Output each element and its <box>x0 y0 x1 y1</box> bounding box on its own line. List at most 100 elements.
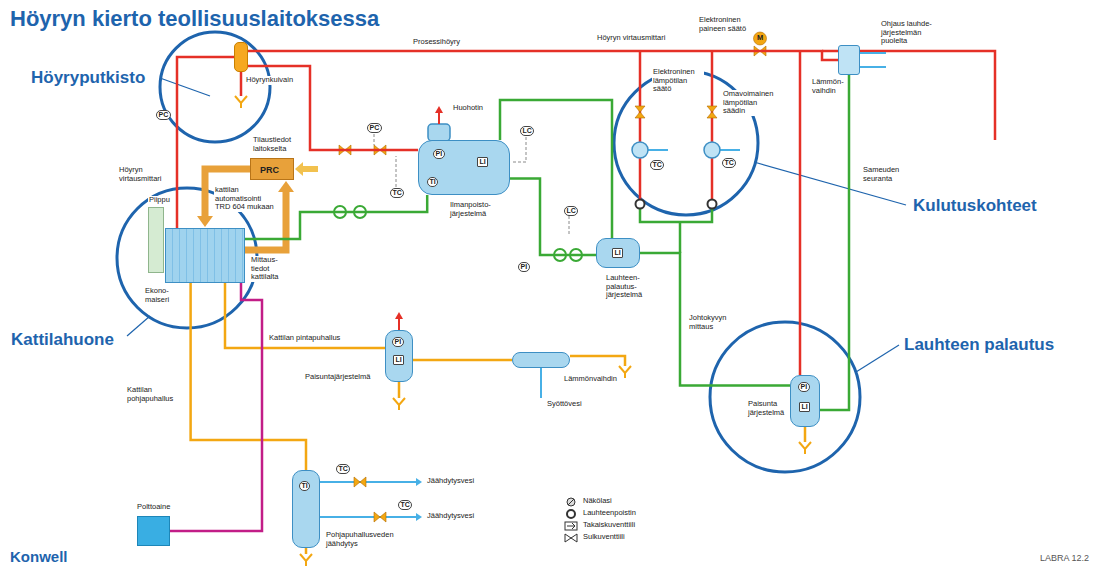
heat-exchanger-symbol <box>704 142 720 158</box>
vent-arrow <box>435 106 443 113</box>
chimney: Piippu <box>148 207 164 273</box>
page-reference: LABRA 12.2 <box>1040 553 1089 563</box>
cooling-pipe <box>320 53 886 517</box>
instrument-label: Omavoimainen lämpötilan säädin <box>722 90 774 116</box>
cooling-pipe <box>320 516 416 518</box>
valve-symbol <box>754 32 767 45</box>
control-label: PRC <box>260 165 279 175</box>
leader-line <box>160 78 210 96</box>
blowdown-pipe <box>305 548 308 554</box>
instrument-label: Höyryn virtausmittari <box>596 34 666 43</box>
steam-trap-symbol <box>636 200 717 209</box>
legend-symbol <box>567 498 575 506</box>
equipment-label: Paisunta järjestelmä <box>747 400 789 417</box>
legend-symbol <box>565 522 577 530</box>
heat-exchanger-symbol <box>428 124 450 141</box>
steam-pipe <box>639 158 642 199</box>
signal-label: kattilan automatisointi TRD 604 mukaan <box>214 186 276 212</box>
equipment-label: Polttoaine <box>136 503 171 512</box>
signal-label: Tilaustiedot laitokselta <box>252 136 302 153</box>
equipment-label: Huohotin <box>452 104 484 113</box>
legend-symbol <box>565 498 577 542</box>
gauge-tag: PI <box>798 382 810 392</box>
flow-arrowhead <box>416 478 422 521</box>
instrument-label: Elektroninen paineen säätö <box>698 16 752 33</box>
steam-pipe <box>711 51 714 142</box>
steam-pipe <box>240 72 243 96</box>
pipe-label: Prosessihöyry <box>412 38 461 47</box>
note-label: Ohjaus lauhde- järjestelmän puolelta <box>880 20 936 46</box>
valve-symbol <box>339 32 767 522</box>
instrument-tag: TC <box>722 158 736 168</box>
equipment-label: Lämmön- vaihdin <box>811 78 845 95</box>
boiler: Ekono- maiseri <box>165 228 245 283</box>
stream-label: Jäähdytysvesi <box>426 477 475 486</box>
drain-symbol <box>393 398 405 410</box>
condensate-pipe <box>640 209 680 222</box>
pipe-line <box>170 283 262 531</box>
instrument-tag: TC <box>650 160 664 170</box>
legend-text: Sulkuventtiili <box>583 532 625 541</box>
steam-pipe <box>639 51 642 142</box>
vent-arrow <box>398 318 400 330</box>
vent-arrow <box>395 312 403 319</box>
control-line <box>512 137 526 162</box>
control-line <box>396 156 397 187</box>
instrument-tag: LC <box>520 126 534 136</box>
instrument-label: Höyryn virtausmittari <box>118 166 174 183</box>
legend-text: Takaiskuventtiili <box>583 520 635 529</box>
drain-symbol <box>300 554 312 566</box>
legend-symbol <box>568 499 574 505</box>
legend-entry: Näkölasi <box>582 497 613 506</box>
control-signal-arrow <box>197 216 213 227</box>
instrument-label: Sameuden seuranta <box>862 166 910 183</box>
legend-symbol <box>565 534 577 542</box>
vent-arrow <box>438 112 440 124</box>
cooling-pipe <box>648 149 668 151</box>
control-line <box>569 216 570 236</box>
cooling-pipe <box>720 149 740 151</box>
leader-line <box>127 316 150 336</box>
flow-arrowhead <box>416 513 422 521</box>
steam-pipe <box>241 51 995 375</box>
blowdown-pipe <box>398 382 401 398</box>
steam-trap-symbol <box>708 200 717 209</box>
callout-label: Kulutuskohteet <box>912 196 1038 216</box>
callout-label: Höyryputkisto <box>30 68 146 88</box>
equipment-label: Höyrynkuivain <box>245 76 294 85</box>
pipe-label: Kattilan pintapuhallus <box>268 334 341 343</box>
equipment-label: Piippu <box>148 196 171 205</box>
pipe-line <box>191 283 306 470</box>
condensate-pipe <box>500 75 849 410</box>
deaerator-tank: PILITIIlmanpoisto- järjestelmä <box>418 140 510 195</box>
equipment-label: Ilmanpoisto- järjestelmä <box>449 201 509 218</box>
steam-pipe <box>711 158 714 199</box>
control-signal-arrow <box>295 162 303 176</box>
brand-logo: Konwell <box>10 548 68 565</box>
legend-entry: Takaiskuventtiili <box>582 521 636 530</box>
instrument-tag: TC <box>398 500 412 510</box>
valve-symbol <box>354 477 366 487</box>
flash-vessel: PILIPaisuntajärjestelmä <box>385 330 413 382</box>
gauge-tag: LI <box>477 157 488 167</box>
drain-symbol <box>799 442 811 454</box>
gauge-tag: LI <box>612 248 623 258</box>
condensate-pipe <box>500 100 612 238</box>
fuel-tank: Polttoaine <box>137 516 170 546</box>
legend-symbol <box>567 510 575 518</box>
equipment-label: Lämmönvaihdin <box>563 375 618 384</box>
instrument-label: Elektroninen lämpötilan säätö <box>652 68 704 94</box>
heat-exchanger-symbol <box>632 142 648 158</box>
gauge-tag: TI <box>427 177 438 187</box>
pipe-line <box>510 179 596 256</box>
condensate-tank: LILauhteen- palautus- järjestelmä <box>596 238 640 268</box>
gauge-tag: PI <box>433 149 445 159</box>
blowdown-pipe <box>570 356 625 366</box>
condensate-pipe <box>820 75 849 410</box>
gauge-tag: LI <box>799 402 810 412</box>
control-line <box>374 134 375 145</box>
control-signal-arrow <box>303 166 318 172</box>
